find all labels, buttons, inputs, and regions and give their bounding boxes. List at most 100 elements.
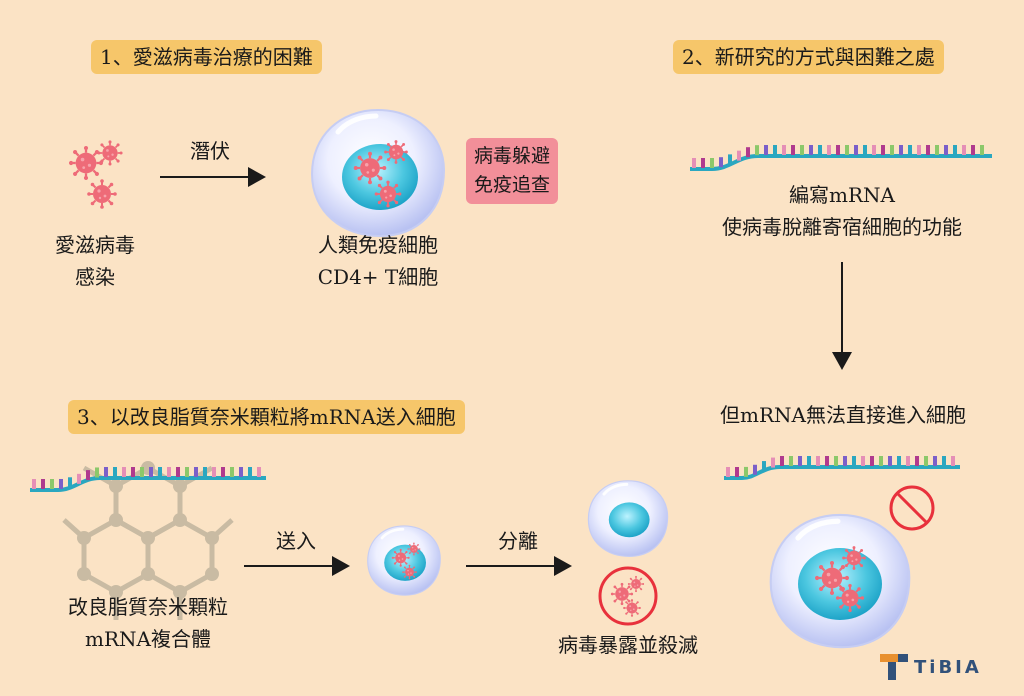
virus-cluster-free <box>67 139 124 210</box>
latency-label: 潛伏 <box>190 139 230 163</box>
mrna-base <box>980 145 984 155</box>
mrna-base <box>131 467 135 477</box>
clean-cell <box>586 479 670 558</box>
mrna-base <box>800 145 804 155</box>
mrna-base <box>726 467 730 477</box>
separate-label: 分離 <box>498 529 538 553</box>
mrna-base <box>710 158 714 168</box>
mrna-base <box>953 145 957 155</box>
virus-killed-label: 病毒暴露並殺滅 <box>558 633 698 657</box>
mrna-label-line2: 使病毒脫離寄宿細胞的功能 <box>722 215 962 239</box>
mrna-base <box>926 145 930 155</box>
mrna-base <box>221 467 225 477</box>
mrna-base <box>771 457 775 468</box>
mrna-base <box>212 467 216 477</box>
mrna-base <box>863 145 867 155</box>
mrna-base <box>248 467 252 477</box>
mrna-base <box>780 456 784 466</box>
mrna-base <box>951 456 955 466</box>
mrna-base <box>917 145 921 155</box>
mrna-base <box>773 145 777 155</box>
virus-label-line2: 感染 <box>75 265 115 289</box>
evade-line1: 病毒躲避 <box>474 145 551 167</box>
particle-label-line1: 改良脂質奈米顆粒 <box>68 595 228 619</box>
mrna-base <box>962 145 966 155</box>
mrna-base <box>942 456 946 466</box>
mrna-base <box>764 145 768 155</box>
mrna-base <box>915 456 919 466</box>
mrna-strand-nanoparticle <box>30 467 266 492</box>
cd4-cell-with-virus <box>312 110 444 236</box>
mrna-base <box>816 456 820 466</box>
mrna-base <box>77 473 81 484</box>
mrna-base <box>944 145 948 155</box>
mrna-base <box>203 467 207 477</box>
mrna-base <box>870 456 874 466</box>
mrna-base <box>755 145 759 156</box>
mrna-base <box>744 466 748 477</box>
mrna-base <box>59 478 63 489</box>
mrna-base <box>50 479 54 489</box>
mrna-base <box>924 456 928 466</box>
mrna-base <box>789 456 793 466</box>
mrna-base <box>140 467 144 477</box>
mrna-base <box>32 479 36 489</box>
mrna-base <box>737 150 741 161</box>
mrna-base <box>881 145 885 155</box>
mrna-base <box>728 154 732 165</box>
mrna-base <box>845 145 849 155</box>
tibia-logo-mark <box>880 654 908 680</box>
mrna-base <box>899 145 903 155</box>
mrna-base <box>836 145 840 155</box>
mrna-base <box>176 467 180 477</box>
mrna-base <box>798 456 802 466</box>
mrna-base <box>230 467 234 477</box>
mrna-base <box>95 467 99 478</box>
mrna-base <box>113 467 117 477</box>
mrna-base <box>908 145 912 155</box>
mrna-base <box>906 456 910 466</box>
mrna-base <box>86 470 90 481</box>
cell-receiving-complex <box>366 524 442 597</box>
mrna-label-line1: 編寫mRNA <box>789 183 895 207</box>
mrna-base <box>701 158 705 168</box>
nanoparticle-nodes <box>77 461 219 599</box>
mrna-base <box>807 456 811 466</box>
mrna-base <box>809 145 813 155</box>
mrna-base <box>719 157 723 168</box>
mrna-base <box>68 477 72 488</box>
mrna-base <box>897 456 901 466</box>
mrna-strand-blocked <box>724 456 960 480</box>
step3-title: 3、以改良脂質奈米顆粒將mRNA送入細胞 <box>68 400 465 434</box>
mrna-base <box>239 467 243 477</box>
mrna-base <box>753 464 757 475</box>
mrna-base <box>861 456 865 466</box>
step1-title: 1、愛滋病毒治療的困難 <box>91 40 322 74</box>
particle-label-line2: mRNA複合體 <box>85 627 211 651</box>
mrna-base <box>104 467 108 477</box>
forbidden-icon <box>889 485 935 531</box>
mrna-base <box>872 145 876 155</box>
mrna-base <box>843 456 847 466</box>
mrna-base <box>735 467 739 477</box>
mrna-base <box>257 467 261 477</box>
mrna-base <box>746 147 750 158</box>
mrna-strand-top <box>690 145 992 171</box>
mrna-base <box>933 456 937 466</box>
mrna-base <box>854 145 858 155</box>
mrna-base <box>879 456 883 466</box>
mrna-cannot-enter: 但mRNA無法直接進入細胞 <box>720 403 966 427</box>
mrna-base <box>122 467 126 477</box>
mrna-base <box>890 145 894 155</box>
mrna-base <box>692 158 696 168</box>
exposed-virus <box>598 566 658 626</box>
mrna-base <box>852 456 856 466</box>
mrna-base <box>167 467 171 477</box>
tibia-logo-text: TiBIA <box>914 656 982 678</box>
evade-line2: 免疫追查 <box>474 174 551 196</box>
mrna-base <box>185 467 189 477</box>
cell-label-line1: 人類免疫細胞 <box>318 233 438 257</box>
deliver-label: 送入 <box>276 529 316 553</box>
mrna-base <box>41 479 45 489</box>
